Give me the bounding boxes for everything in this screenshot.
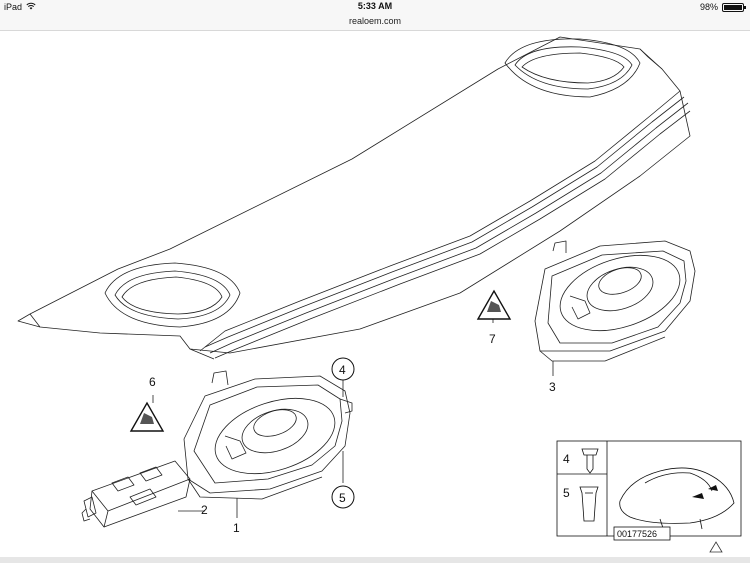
inset-label-5: 5	[563, 486, 570, 500]
warning-triangle-icon	[476, 289, 512, 320]
speaker-1	[183, 370, 353, 500]
warning-triangle-icon	[129, 401, 165, 432]
status-time: 5:33 AM	[357, 1, 393, 11]
reference-number: 00177526	[617, 529, 657, 539]
wifi-icon	[26, 2, 36, 12]
battery-percent: 98%	[699, 2, 718, 12]
rear-shelf-panel	[17, 36, 691, 360]
status-bar: iPad 5:33 AM 98%	[0, 0, 750, 14]
bottom-scrollbar[interactable]	[0, 557, 750, 563]
speaker-3	[534, 240, 696, 362]
callout-4-circle: 4	[331, 357, 355, 381]
inset-label-4: 4	[563, 452, 570, 466]
amplifier-module-2	[81, 460, 191, 528]
callout-5: 5	[339, 491, 346, 505]
url-text: realoem.com	[348, 16, 402, 26]
url-bar[interactable]: realoem.com	[0, 14, 750, 31]
battery-icon	[722, 2, 746, 12]
hardware-inset: 4 5 00177526	[556, 440, 742, 541]
callout-7: 7	[489, 332, 496, 346]
status-left: iPad	[4, 2, 36, 12]
callout-2: 2	[201, 503, 208, 517]
callout-3: 3	[549, 380, 556, 394]
leader-lines	[152, 308, 554, 518]
callout-5-circle: 5	[331, 485, 355, 509]
parts-diagram: 1 2 3 6 7 4 5 4 5 00177526	[0, 31, 750, 563]
callout-4: 4	[339, 363, 346, 377]
callout-6: 6	[149, 375, 156, 389]
callout-1: 1	[233, 521, 240, 535]
status-right: 98%	[699, 2, 746, 12]
device-label: iPad	[4, 2, 23, 12]
expand-triangle-icon[interactable]	[709, 541, 723, 553]
